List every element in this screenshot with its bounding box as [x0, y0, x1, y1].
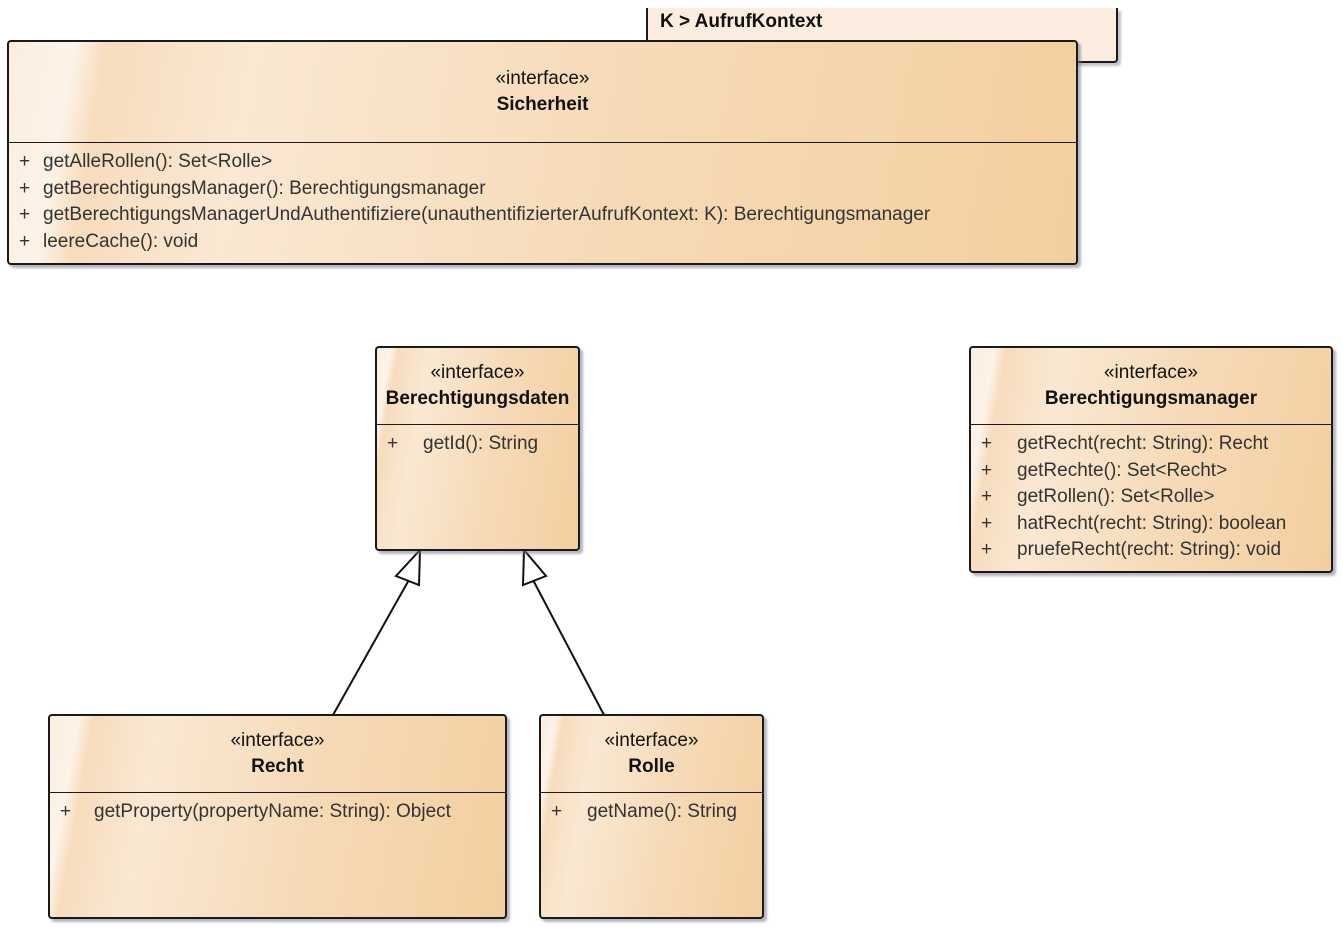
operation-row: +leereCache(): void — [19, 230, 199, 252]
rolle-generalization-arrowhead — [521, 547, 548, 587]
berechtigungsdaten-name: Berechtigungsdaten — [385, 388, 570, 409]
operation-row: +getBerechtigungsManager(): Berechtigung… — [19, 177, 486, 199]
sicherheit-stereotype: «interface» — [495, 68, 590, 89]
berechtigungsmanager-name: Berechtigungsmanager — [1044, 388, 1258, 409]
operation-row: +getAlleRollen(): Set<Rolle> — [19, 151, 273, 172]
interface-rolle[interactable]: «interface» Rolle +getName(): String — [539, 714, 764, 919]
interface-sicherheit[interactable]: «interface» Sicherheit +getAlleRollen():… — [7, 40, 1078, 265]
berechtigungsmanager-header: «interface» Berechtigungsmanager — [971, 348, 1331, 425]
operation-row: +getRechte(): Set<Recht> — [981, 459, 1228, 481]
interface-berechtigungsmanager[interactable]: «interface» Berechtigungsmanager +getRec… — [969, 346, 1333, 573]
type-parameter-label: K > AufrufKontext — [660, 11, 823, 32]
recht-name: Recht — [251, 756, 304, 777]
berechtigungsmanager-operations: +getRecht(recht: String): Recht +getRech… — [971, 425, 1331, 564]
rolle-stereotype: «interface» — [604, 730, 699, 751]
operation-row: +getProperty(propertyName: String): Obje… — [60, 801, 451, 822]
operation-row: +hatRecht(recht: String): boolean — [981, 512, 1287, 534]
rolle-header: «interface» Rolle — [541, 716, 762, 793]
rolle-name: Rolle — [628, 756, 675, 777]
recht-stereotype: «interface» — [230, 730, 325, 751]
recht-header: «interface» Recht — [50, 716, 505, 793]
recht-generalization-arrowhead — [394, 547, 422, 587]
interface-recht[interactable]: «interface» Recht +getProperty(propertyN… — [48, 714, 507, 919]
berechtigungsdaten-header: «interface» Berechtigungsdaten — [377, 348, 578, 425]
operation-row: +getRecht(recht: String): Recht — [981, 433, 1269, 454]
operation-row: +getBerechtigungsManagerUndAuthentifizie… — [19, 204, 931, 225]
sicherheit-header: «interface» Sicherheit — [9, 42, 1076, 143]
recht-generalization-line — [332, 577, 411, 716]
berechtigungsmanager-stereotype: «interface» — [1103, 362, 1198, 383]
recht-operations: +getProperty(propertyName: String): Obje… — [50, 793, 505, 826]
operation-row: +getName(): String — [551, 801, 737, 822]
interface-berechtigungsdaten[interactable]: «interface» Berechtigungsdaten +getId():… — [375, 346, 580, 551]
operation-row: +pruefeRecht(recht: String): void — [981, 539, 1282, 560]
berechtigungsdaten-stereotype: «interface» — [430, 362, 525, 383]
rolle-operations: +getName(): String — [541, 793, 762, 826]
operation-row: +getId(): String — [387, 433, 539, 454]
sicherheit-name: Sicherheit — [496, 94, 589, 115]
operation-row: +getRollen(): Set<Rolle> — [981, 486, 1215, 507]
berechtigungsdaten-operations: +getId(): String — [377, 425, 578, 458]
rolle-generalization-line — [531, 577, 605, 716]
sicherheit-operations: +getAlleRollen(): Set<Rolle> +getBerecht… — [9, 143, 1076, 255]
